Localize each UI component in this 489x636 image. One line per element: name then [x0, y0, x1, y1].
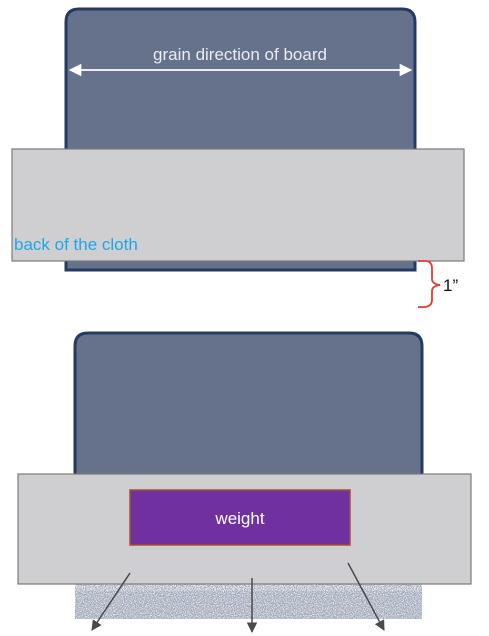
measure-bracket [418, 260, 441, 308]
bottom-diagram: weight [17, 331, 472, 634]
back-of-cloth-label: back of the cloth [14, 235, 138, 254]
measure-label: 1” [443, 276, 458, 295]
frayed-fabric-strip [72, 579, 425, 619]
board-bottom [73, 331, 424, 478]
cloth-top [11, 148, 465, 262]
pull-arrow-right [347, 562, 385, 631]
top-diagram: grain direction of board back of the clo… [11, 7, 465, 308]
grain-direction-label: grain direction of board [153, 45, 327, 64]
pull-arrow-left [91, 572, 131, 631]
weight-label: weight [214, 509, 264, 528]
weight-block [129, 489, 351, 546]
